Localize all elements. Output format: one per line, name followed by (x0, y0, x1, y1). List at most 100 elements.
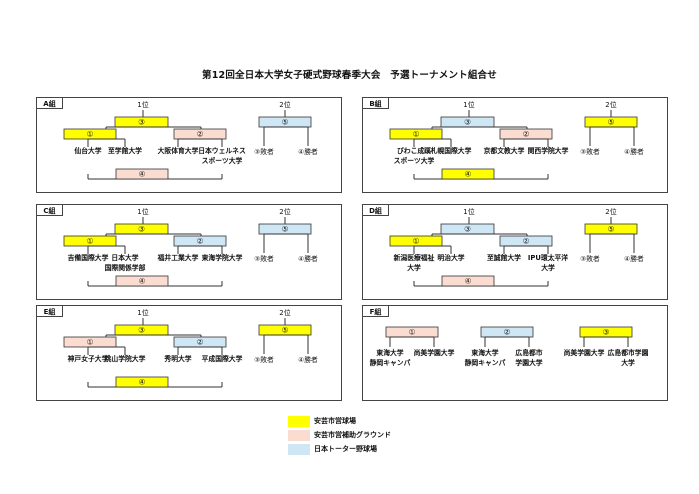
legend-item-blue: 日本トーター野球場 (288, 442, 391, 456)
team-name: スポーツ大学 (394, 156, 435, 165)
seed-label: ③敗者 (254, 147, 274, 156)
match-1-label: ① (87, 237, 94, 246)
group-name: F組 (370, 307, 382, 316)
legend-swatch (288, 415, 310, 427)
seed-label: ④勝者 (298, 254, 318, 263)
team-name: 学園大学 (515, 358, 542, 367)
rank-1-label: 1位 (137, 308, 148, 317)
team-name: 大学 (407, 263, 421, 272)
team-name: 神戸女子大学 (68, 354, 109, 363)
rank-2-label: 2位 (279, 207, 290, 216)
match-5-label: ⑤ (608, 225, 615, 234)
team-name: IPU環太平洋 (528, 253, 568, 262)
venue-legend: 安芸市営球場 安芸市営補助グラウンド 日本トーター野球場 (288, 414, 391, 456)
team-name: 大学 (541, 263, 555, 272)
seed-label: ③敗者 (580, 254, 600, 263)
team-name: 静岡キャンパ (370, 358, 411, 367)
seed-label: ④勝者 (298, 355, 318, 364)
group-tab (36, 204, 63, 216)
match-4-label: ④ (465, 277, 472, 286)
match-2-label: ② (523, 130, 530, 139)
seed-label: ③敗者 (580, 147, 600, 156)
match-4-label: ④ (139, 170, 146, 179)
match-4-box (441, 275, 495, 287)
team-name: 東海大学 (470, 348, 498, 357)
team-name: 東海学院大学 (201, 253, 243, 262)
seed-label: ④勝者 (298, 147, 318, 156)
match-1-label: ① (87, 338, 94, 347)
legend-label: 日本トーター野球場 (314, 445, 377, 453)
group-name: D組 (369, 206, 382, 215)
group-name: B組 (369, 99, 381, 108)
legend-swatch (288, 429, 310, 441)
match-2-label: ② (197, 338, 204, 347)
team-name: 至学館大学 (108, 146, 142, 155)
match-3-label: ③ (464, 225, 471, 234)
legend-item-yellow: 安芸市営球場 (288, 414, 391, 428)
rank-2-label: 2位 (279, 100, 290, 109)
seed-label: ③敗者 (254, 355, 274, 364)
group-border (362, 204, 668, 300)
rank-2-label: 2位 (279, 308, 290, 317)
team-name: 桃山学院大学 (105, 354, 146, 363)
match-5-label: ⑤ (282, 118, 289, 127)
match-2-label: ② (504, 328, 511, 337)
match-5-label: ⑤ (608, 118, 615, 127)
team-name: 大阪体育大学 (158, 146, 199, 155)
match-3-label: ③ (138, 225, 145, 234)
match-4-box (115, 376, 169, 388)
rank-1-label: 1位 (463, 100, 474, 109)
group-tab (362, 97, 389, 109)
match-1-label: ① (87, 130, 94, 139)
team-name: 札幌国際大学 (430, 146, 472, 155)
match-5-label: ⑤ (282, 326, 289, 335)
match-4-label: ④ (465, 170, 472, 179)
rank-1-label: 1位 (463, 207, 474, 216)
team-name: 日本大学 (111, 253, 138, 262)
page-title: 第12回全日本大学女子硬式野球春季大会 予選トーナメント組合せ (202, 70, 497, 81)
group-border (36, 97, 342, 193)
group-tab (362, 204, 389, 216)
team-name: 福井工業大学 (157, 253, 199, 262)
team-name: 平成国際大学 (202, 354, 243, 363)
legend-label: 安芸市営球場 (314, 417, 356, 425)
team-name: 広島都市学園 (608, 348, 649, 357)
group-name: A組 (43, 99, 55, 108)
group-border (36, 305, 342, 401)
match-4-box (115, 168, 169, 180)
match-1-label: ① (409, 328, 416, 337)
match-3-label: ③ (464, 118, 471, 127)
match-3-label: ③ (603, 328, 610, 337)
match-3-label: ③ (138, 326, 145, 335)
team-name: 静岡キャンパ (465, 358, 506, 367)
team-name: 至誠館大学 (487, 253, 521, 262)
match-4-box (115, 275, 169, 287)
seed-label: ③敗者 (254, 254, 274, 263)
team-name: 東海大学 (375, 348, 403, 357)
team-name: 大学 (621, 358, 635, 367)
match-3-label: ③ (138, 118, 145, 127)
team-name: 吉備国際大学 (68, 253, 109, 262)
team-name: 広島都市 (515, 348, 542, 357)
rank-2-label: 2位 (605, 100, 616, 109)
team-name: 新潟医療福祉 (394, 253, 435, 262)
team-name: 関西学院大学 (528, 146, 569, 155)
team-name: 仙台大学 (74, 146, 101, 155)
group-tab (36, 97, 63, 109)
group-tab (36, 305, 63, 317)
rank-1-label: 1位 (137, 100, 148, 109)
match-2-label: ② (197, 237, 204, 246)
match-2-label: ② (197, 130, 204, 139)
group-tab (362, 305, 389, 317)
team-name: 尚美学園大学 (564, 348, 605, 357)
match-1-label: ① (413, 237, 420, 246)
match-2-label: ② (523, 237, 530, 246)
group-border (362, 305, 668, 401)
match-5-label: ⑤ (282, 225, 289, 234)
group-border (36, 204, 342, 300)
rank-1-label: 1位 (137, 207, 148, 216)
